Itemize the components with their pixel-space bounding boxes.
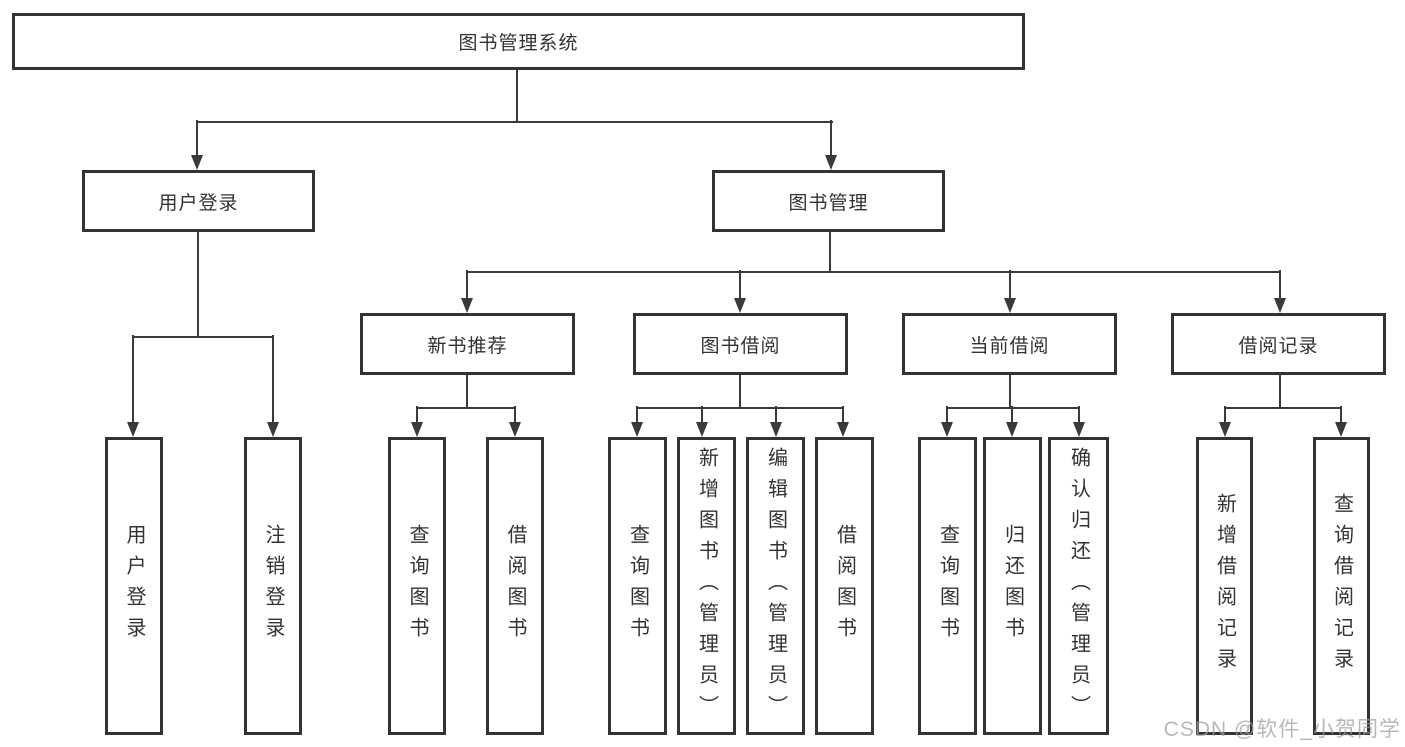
arrowhead-br-query	[1334, 422, 1347, 437]
leaf-br-query-record-label: 查询借阅记录	[1330, 493, 1353, 679]
node-borrow-records-label: 借阅记录	[1238, 335, 1319, 357]
leaf-br-add-record: 新增借阅记录	[1196, 437, 1253, 735]
arrowhead-nb-query	[410, 422, 423, 437]
arrowhead-leaf-login	[126, 422, 139, 437]
leaf-user-login: 用户登录	[105, 437, 163, 735]
connector-to-bb-query	[635, 406, 639, 423]
leaf-cb-query-books-label: 查询图书	[936, 524, 959, 648]
csdn-watermark: CSDN @软件_小贺同学	[1163, 718, 1401, 741]
arrowhead-nb-borrow	[508, 422, 521, 437]
leaf-bb-edit-books-admin-label: 编辑图书（管理员）	[764, 446, 787, 726]
connector-to-new-book	[465, 270, 469, 298]
node-root-label: 图书管理系统	[458, 33, 579, 54]
arrowhead-cb-query	[940, 422, 953, 437]
connector-to-current-borrow	[1008, 270, 1012, 298]
node-root: 图书管理系统	[12, 13, 1025, 70]
connector-to-cb-confirm	[1077, 406, 1081, 423]
node-user-login: 用户登录	[82, 170, 315, 232]
arrowhead-borrow-records	[1273, 298, 1286, 313]
arrowhead-current-borrow	[1003, 298, 1016, 313]
leaf-logout: 注销登录	[244, 437, 302, 735]
leaf-bb-add-books-admin: 新增图书（管理员）	[677, 437, 736, 735]
leaf-nb-query-books-label: 查询图书	[406, 524, 428, 648]
leaf-cb-query-books: 查询图书	[918, 437, 977, 735]
node-new-book-recommend: 新书推荐	[360, 313, 575, 375]
arrowhead-bb-query	[630, 422, 643, 437]
connector-to-user-login	[195, 120, 199, 156]
node-book-management: 图书管理	[712, 170, 945, 232]
leaf-nb-borrow-books: 借阅图书	[486, 437, 544, 735]
connector-user-login-stem	[196, 232, 200, 338]
leaf-nb-borrow-books-label: 借阅图书	[504, 524, 526, 648]
leaf-br-query-record: 查询借阅记录	[1313, 437, 1370, 735]
connector-borrow-records-split	[1224, 406, 1342, 409]
connector-to-bb-edit	[774, 406, 778, 423]
arrowhead-bb-edit	[769, 422, 782, 437]
arrowhead-book-borrow	[733, 298, 746, 313]
arrowhead-cb-confirm	[1072, 422, 1085, 437]
connector-book-borrow-stem	[738, 375, 742, 409]
arrowhead-bb-add	[695, 422, 708, 437]
connector-to-cb-return	[1010, 406, 1014, 423]
connector-new-book-stem	[465, 375, 469, 409]
leaf-bb-add-books-admin-label: 新增图书（管理员）	[695, 446, 718, 726]
connector-to-bb-add	[700, 406, 704, 423]
connector-to-borrow-records	[1278, 270, 1282, 298]
leaf-br-add-record-label: 新增借阅记录	[1213, 493, 1236, 679]
node-borrow-records: 借阅记录	[1171, 313, 1386, 375]
connector-to-book-borrow	[738, 270, 742, 298]
node-book-borrow-label: 图书借阅	[700, 335, 781, 357]
leaf-user-login-label: 用户登录	[123, 524, 145, 648]
connector-book-management-split	[466, 270, 1281, 273]
node-user-login-label: 用户登录	[158, 192, 239, 214]
connector-user-login-split	[132, 335, 274, 338]
leaf-logout-label: 注销登录	[262, 524, 284, 648]
leaf-bb-query-books: 查询图书	[608, 437, 667, 735]
leaf-cb-return-books: 归还图书	[983, 437, 1042, 735]
arrowhead-leaf-logout	[266, 422, 279, 437]
arrowhead-br-add	[1218, 422, 1231, 437]
arrowhead-bb-borrow	[836, 422, 849, 437]
leaf-nb-query-books: 查询图书	[388, 437, 446, 735]
connector-to-nb-borrow	[513, 406, 517, 423]
connector-to-br-query	[1339, 406, 1343, 423]
connector-root-stem	[515, 69, 519, 123]
connector-root-split	[196, 120, 833, 123]
connector-borrow-records-stem	[1278, 375, 1282, 409]
leaf-bb-borrow-books: 借阅图书	[815, 437, 874, 735]
connector-to-nb-query	[415, 406, 419, 423]
connector-to-leaf-login	[131, 335, 135, 423]
connector-to-bb-borrow	[841, 406, 845, 423]
connector-to-cb-query	[945, 406, 949, 423]
connector-new-book-split	[416, 406, 516, 409]
node-new-book-recommend-label: 新书推荐	[427, 335, 508, 357]
leaf-bb-query-books-label: 查询图书	[626, 524, 649, 648]
leaf-cb-confirm-return-admin-label: 确认归还（管理员）	[1067, 446, 1090, 726]
node-book-borrow: 图书借阅	[633, 313, 848, 375]
arrowhead-cb-return	[1005, 422, 1018, 437]
node-current-borrow-label: 当前借阅	[969, 335, 1050, 357]
arrowhead-book-management	[824, 155, 837, 170]
connector-to-book-management	[829, 120, 833, 156]
node-current-borrow: 当前借阅	[902, 313, 1117, 375]
connector-book-management-stem	[828, 232, 832, 273]
leaf-cb-return-books-label: 归还图书	[1001, 524, 1024, 648]
node-book-management-label: 图书管理	[788, 192, 869, 214]
leaf-bb-edit-books-admin: 编辑图书（管理员）	[746, 437, 805, 735]
connector-to-br-add	[1223, 406, 1227, 423]
connector-to-leaf-logout	[271, 335, 275, 423]
leaf-cb-confirm-return-admin: 确认归还（管理员）	[1048, 437, 1109, 735]
arrowhead-user-login	[190, 155, 203, 170]
connector-current-borrow-stem	[1008, 375, 1012, 409]
connector-book-borrow-split	[636, 406, 844, 409]
leaf-bb-borrow-books-label: 借阅图书	[833, 524, 856, 648]
arrowhead-new-book	[460, 298, 473, 313]
